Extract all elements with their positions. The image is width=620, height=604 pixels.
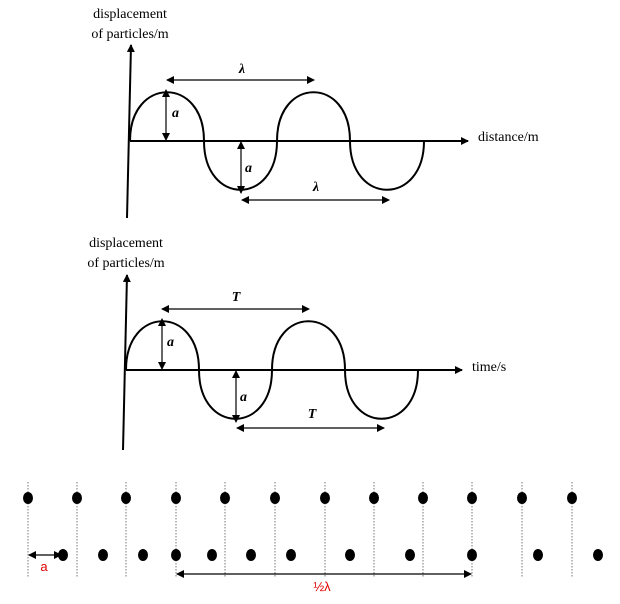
- graph2-amplitude-label-2: a: [240, 390, 247, 405]
- particle-equilibrium: [121, 492, 131, 504]
- particle-displaced: [533, 549, 543, 561]
- graph1-amplitude-label-1: a: [172, 106, 179, 121]
- particle-equilibrium: [567, 492, 577, 504]
- graph1-wavelength-bottom-label: λ: [312, 180, 320, 195]
- graph2-ylabel-line1: displacement: [89, 236, 163, 251]
- particle-equilibrium: [72, 492, 82, 504]
- particle-displaced: [138, 549, 148, 561]
- graph1-amplitude-label-2: a: [245, 161, 252, 176]
- graph2-period-top-label: T: [231, 290, 241, 305]
- particle-equilibrium: [23, 492, 33, 504]
- particle-equilibrium: [467, 492, 477, 504]
- particle-displaced: [593, 549, 603, 561]
- particle-displaced: [286, 549, 296, 561]
- particle-displaced: [98, 549, 108, 561]
- particle-displaced: [171, 549, 181, 561]
- graph2-period-bottom-label: T: [307, 407, 317, 422]
- wave-curve: [125, 320, 419, 420]
- particle-equilibrium: [220, 492, 230, 504]
- y-axis: [122, 274, 131, 451]
- displacement-distance-graph: [126, 44, 469, 219]
- graph1-ylabel-line1: displacement: [93, 7, 167, 22]
- particle-displaced: [207, 549, 217, 561]
- graph1-ylabel-line2: of particles/m: [91, 27, 169, 42]
- half-wavelength-label: ½λ: [313, 579, 331, 594]
- wave-curve: [129, 91, 425, 191]
- particle-equilibrium: [171, 492, 181, 504]
- particle-displaced: [467, 549, 477, 561]
- graph1-wavelength-top-label: λ: [238, 62, 246, 77]
- graph2-ylabel-line2: of particles/m: [87, 256, 165, 271]
- particle-equilibrium: [270, 492, 280, 504]
- graph2-xlabel: time/s: [472, 360, 507, 375]
- particle-displaced: [246, 549, 256, 561]
- y-axis: [126, 44, 135, 219]
- graph1-xlabel: distance/m: [478, 130, 539, 145]
- particle-rows: [23, 482, 603, 578]
- particle-equilibrium: [369, 492, 379, 504]
- graph2-amplitude-label-1: a: [167, 335, 174, 350]
- particle-equilibrium: [517, 492, 527, 504]
- displacement-time-graph: [122, 274, 463, 451]
- particle-displaced: [405, 549, 415, 561]
- particle-displaced: [345, 549, 355, 561]
- particle-equilibrium: [320, 492, 330, 504]
- particle-equilibrium: [418, 492, 428, 504]
- particle-amplitude-label: a: [40, 559, 48, 574]
